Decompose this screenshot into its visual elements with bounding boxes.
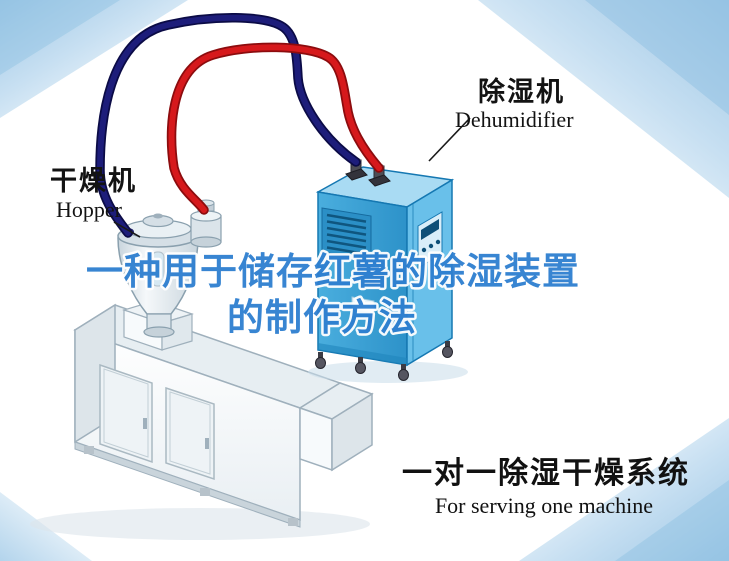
caption-en: For serving one machine bbox=[435, 493, 653, 518]
caster-wheel bbox=[315, 357, 326, 369]
vent-slat bbox=[326, 226, 367, 236]
dehumidifier-shadow bbox=[308, 361, 468, 383]
hopper-neck-flange bbox=[143, 326, 175, 338]
brand-badge bbox=[351, 296, 375, 314]
door-panel-1-inset bbox=[103, 368, 149, 458]
callout-dehumidifier: 除湿机 Dehumidifier bbox=[428, 76, 574, 162]
dehumidifier-label-zh: 除湿机 bbox=[478, 76, 565, 107]
caster-stem bbox=[445, 341, 450, 348]
control-button bbox=[421, 247, 427, 253]
extruder-door-panel-2 bbox=[165, 386, 215, 481]
hopper-label-en: Hopper bbox=[56, 197, 123, 222]
caster-wheels bbox=[315, 341, 453, 381]
caster-stem bbox=[401, 364, 406, 371]
machine-foot bbox=[200, 488, 210, 496]
vent-slat bbox=[326, 246, 367, 256]
caption: 一对一除湿干燥系统 For serving one machine bbox=[402, 456, 690, 518]
navy-return-pipe bbox=[96, 14, 359, 236]
door-handle-2 bbox=[205, 438, 209, 449]
door-handle-1 bbox=[143, 418, 147, 429]
corner-band-bottom-right bbox=[615, 480, 729, 561]
vent-slat bbox=[326, 239, 367, 249]
connecting-pipes bbox=[95, 13, 384, 238]
hopper-callout-line bbox=[113, 221, 141, 238]
corner-band-top-right bbox=[585, 0, 729, 115]
hopper-dryer-illustration bbox=[117, 199, 222, 338]
caster-stem bbox=[318, 352, 323, 359]
corner-band-top-left bbox=[0, 0, 120, 75]
door-panel-2-inset bbox=[169, 391, 211, 475]
caption-zh: 一对一除湿干燥系统 bbox=[402, 456, 690, 490]
stub-flange-left bbox=[345, 168, 368, 181]
caster-wheel bbox=[398, 369, 409, 381]
loader-bottom bbox=[190, 236, 222, 248]
control-display bbox=[421, 219, 439, 240]
callout-hopper: 干燥机 Hopper bbox=[50, 166, 141, 238]
control-panel bbox=[417, 211, 443, 269]
hopper-sight-glass bbox=[151, 251, 165, 287]
corner-triangle-bottom-right bbox=[519, 418, 729, 561]
caster-stem bbox=[358, 357, 363, 364]
vent-grille bbox=[321, 207, 372, 261]
extruder-base-trim bbox=[74, 441, 301, 528]
die-head-front bbox=[299, 406, 333, 472]
base-trim bbox=[318, 343, 407, 365]
watermark-line1: 一种用于储存红薯的除湿装置 bbox=[86, 251, 580, 292]
vent-slat bbox=[326, 213, 367, 223]
corner-triangle-top-left bbox=[0, 0, 188, 118]
stub-flange-right bbox=[368, 174, 391, 187]
caster-wheel bbox=[355, 362, 366, 374]
watermark-line2: 的制作方法 bbox=[227, 297, 417, 338]
dehumidifier-label-en: Dehumidifier bbox=[455, 107, 574, 132]
control-button bbox=[435, 239, 441, 245]
caster-wheel bbox=[442, 346, 453, 358]
extruder-shadow bbox=[30, 508, 370, 540]
red-supply-pipe bbox=[168, 44, 382, 213]
hopper-label-zh: 干燥机 bbox=[50, 166, 137, 196]
die-head-side bbox=[331, 392, 373, 472]
vent-slat bbox=[326, 233, 367, 243]
dehumidifier-illustration bbox=[308, 157, 468, 383]
watermark: 一种用于储存红薯的除湿装置 的制作方法 bbox=[84, 249, 582, 341]
hopper-lid-knob bbox=[153, 213, 163, 219]
machine-foot bbox=[84, 446, 94, 454]
control-button bbox=[428, 243, 434, 249]
vent-slat bbox=[326, 220, 367, 230]
extruder-door-panel-1 bbox=[99, 363, 153, 464]
dehumidifier-callout-line bbox=[428, 117, 471, 162]
extruder-illustration bbox=[30, 300, 374, 540]
machine-foot bbox=[288, 518, 298, 526]
